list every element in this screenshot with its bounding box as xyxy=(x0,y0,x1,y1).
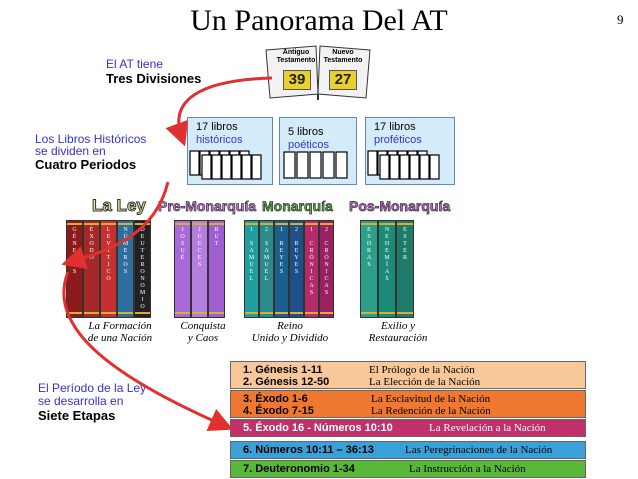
historical-books-stack-icon xyxy=(189,150,262,180)
stage-row-5: 5. Éxodo 16 - Números 10:10 La Revelació… xyxy=(230,419,586,437)
book-band xyxy=(118,312,133,314)
book-band xyxy=(379,312,395,314)
book-band xyxy=(67,223,82,225)
book-band xyxy=(245,312,258,314)
book-band xyxy=(135,312,150,314)
book-band xyxy=(290,312,303,314)
book-band xyxy=(260,312,273,314)
stage-row-1-2: 1. Génesis 1-11 El Prólogo de la Nación … xyxy=(230,361,586,389)
book-band xyxy=(397,312,413,314)
book-band xyxy=(260,223,273,225)
book-band xyxy=(175,223,190,225)
prophetic-books-stack-icon xyxy=(367,150,440,180)
era-la-ley: La Ley xyxy=(92,196,147,216)
book-band xyxy=(320,223,333,225)
book-band xyxy=(397,223,413,225)
stage-row-3-4: 3. Éxodo 1-6 La Esclavitud de la Nación … xyxy=(230,390,586,418)
era-pos-monarquia: Pos-Monarquía xyxy=(349,198,451,215)
book-band xyxy=(209,223,224,225)
law-note-2: se desarrolla en xyxy=(38,394,124,408)
historic-note-2: se dividen en xyxy=(35,144,106,158)
book-band xyxy=(84,223,99,225)
book-band xyxy=(209,312,224,314)
book-band xyxy=(275,223,288,225)
book-band xyxy=(118,223,133,225)
divisions-note: El AT tiene xyxy=(106,57,163,71)
book-band xyxy=(245,223,258,225)
era-monarquia: Monarquía xyxy=(262,198,333,215)
stage-row-6: 6. Números 10:11 – 36:13 Las Peregrinaci… xyxy=(230,441,586,459)
book-band xyxy=(361,312,377,314)
book-band xyxy=(192,312,207,314)
book-band xyxy=(175,312,190,314)
book-band xyxy=(67,312,82,314)
divisions-note-bold: Tres Divisiones xyxy=(106,71,202,86)
law-note-bold: Siete Etapas xyxy=(38,408,116,423)
book-band xyxy=(361,223,377,225)
page-number: 9 xyxy=(617,12,624,27)
era-pre-monarquia: Pre-Monarquía xyxy=(158,198,257,215)
historic-note-bold: Cuatro Periodos xyxy=(35,157,137,172)
book-band xyxy=(275,312,288,314)
historic-note-1: Los Libros Históricos xyxy=(35,132,147,146)
poetic-books-stack-icon xyxy=(283,151,348,179)
book-band xyxy=(192,223,207,225)
stage-row-7: 7. Deuteronomio 1-34 La Instrucción a la… xyxy=(230,460,586,478)
book-band xyxy=(101,312,116,314)
book-band xyxy=(290,223,303,225)
book-band xyxy=(305,223,318,225)
book-band xyxy=(379,223,395,225)
page-title: Un Panorama Del AT xyxy=(190,4,448,37)
old-testament-count: 39 xyxy=(283,70,311,90)
book-band xyxy=(305,312,318,314)
book-band xyxy=(101,223,116,225)
book-band xyxy=(320,312,333,314)
book-band xyxy=(84,312,99,314)
book-band xyxy=(135,223,150,225)
new-testament-count: 27 xyxy=(329,70,357,90)
